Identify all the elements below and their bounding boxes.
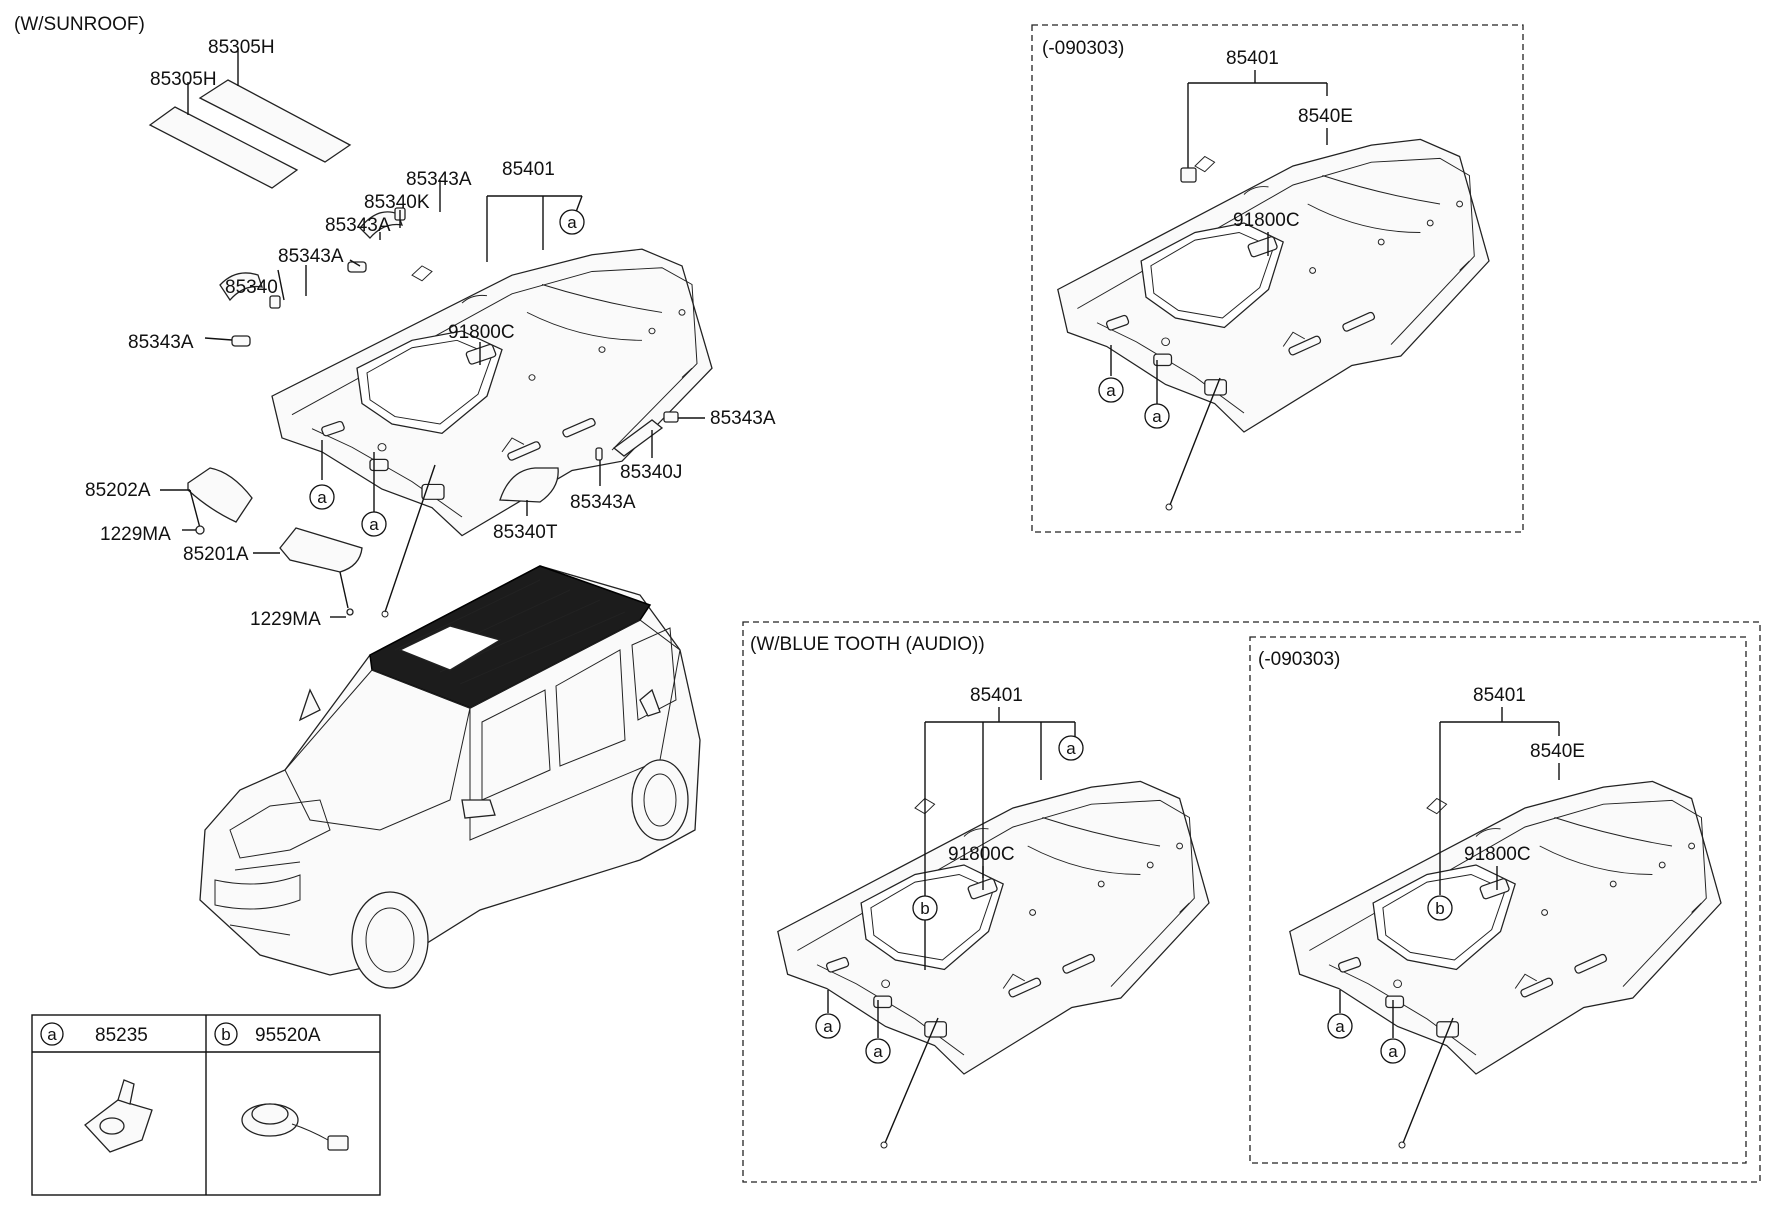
label-handle-cap-2: 85343A bbox=[325, 215, 391, 236]
vehicle-illustration bbox=[199, 565, 701, 989]
callout-a-bl-1: a bbox=[815, 1013, 841, 1039]
bluetooth-labels: 85401 91800C bbox=[827, 685, 1076, 1149]
svg-text:b: b bbox=[1435, 899, 1444, 918]
svg-text:a: a bbox=[317, 488, 327, 507]
headliner-labels: 85401 91800C bbox=[321, 159, 583, 618]
label-headliner: 85401 bbox=[502, 159, 555, 180]
label-bl-headliner: 85401 bbox=[970, 685, 1023, 706]
legend-b-part: 95520A bbox=[255, 1025, 321, 1046]
svg-text:a: a bbox=[873, 1042, 883, 1061]
label-handle-right: 85340J bbox=[620, 462, 682, 483]
label-handle-front: 85340 bbox=[225, 277, 278, 298]
callout-a-bl-top: a bbox=[1058, 735, 1084, 761]
svg-text:a: a bbox=[1106, 381, 1116, 400]
assist-handles-group: 85343A 85340K 85343A 85343A 85340 85343A bbox=[128, 169, 472, 353]
svg-text:a: a bbox=[823, 1017, 833, 1036]
label-handle-rear: 85340K bbox=[364, 192, 430, 213]
bottom-right-labels: 85401 8540E 91800C bbox=[1339, 685, 1585, 1149]
top-right-labels: 85401 8540E 91800C bbox=[1110, 48, 1353, 511]
label-visor-screw-2: 1229MA bbox=[250, 609, 321, 630]
svg-text:a: a bbox=[47, 1025, 57, 1044]
callout-a-br-1: a bbox=[1327, 1013, 1353, 1039]
label-room-lamp: 85340T bbox=[493, 522, 558, 543]
svg-text:b: b bbox=[221, 1025, 230, 1044]
label-visor-rh: 85202A bbox=[85, 480, 151, 501]
svg-text:a: a bbox=[567, 213, 577, 232]
sun-visors-group: 85202A 1229MA 85201A 1229MA bbox=[85, 467, 363, 630]
section-title-sunroof: (W/SUNROOF) bbox=[14, 14, 145, 35]
label-br-wiring: 91800C bbox=[1464, 844, 1531, 865]
headliner-bluetooth bbox=[777, 780, 1210, 1075]
label-sunroof-pad-2: 85305H bbox=[150, 69, 217, 90]
sunroof-pad-group: 85305H 85305H bbox=[148, 37, 352, 189]
legend-a-part-drawing bbox=[84, 1079, 153, 1153]
label-handle-cap-1: 85343A bbox=[406, 169, 472, 190]
label-handle-cap-3: 85343A bbox=[278, 246, 344, 267]
label-tr-headliner: 85401 bbox=[1226, 48, 1279, 69]
svg-text:a: a bbox=[1066, 739, 1076, 758]
right-handle-group: 85343A 85340J 85343A 85340T bbox=[493, 408, 776, 543]
svg-text:a: a bbox=[1152, 407, 1162, 426]
headliner-sunroof bbox=[271, 248, 713, 537]
label-wiring: 91800C bbox=[448, 322, 515, 343]
label-br-headliner: 85401 bbox=[1473, 685, 1526, 706]
label-visor-screw-1: 1229MA bbox=[100, 524, 171, 545]
box-bluetooth bbox=[742, 621, 1761, 1183]
callout-b-bl: b bbox=[912, 895, 938, 921]
legend-b-header: b 95520A bbox=[214, 1022, 321, 1046]
label-br-pad: 8540E bbox=[1530, 741, 1585, 762]
label-bl-wiring: 91800C bbox=[948, 844, 1015, 865]
callout-a-tr-1: a bbox=[1098, 377, 1124, 403]
headliner-bottom-right bbox=[1289, 780, 1722, 1075]
section-title-bluetooth: (W/BLUE TOOTH (AUDIO)) bbox=[750, 634, 985, 655]
svg-text:a: a bbox=[369, 515, 379, 534]
label-handle-cap-5: 85343A bbox=[710, 408, 776, 429]
label-tr-wiring: 91800C bbox=[1233, 210, 1300, 231]
label-handle-cap-4: 85343A bbox=[128, 332, 194, 353]
label-tr-pad: 8540E bbox=[1298, 106, 1353, 127]
legend-a-header: a 85235 bbox=[40, 1022, 148, 1046]
callout-a-1: a bbox=[559, 209, 585, 235]
callout-a-br-2: a bbox=[1380, 1038, 1406, 1064]
section-title-top-right: (-090303) bbox=[1042, 38, 1124, 59]
callout-a-bl-2: a bbox=[865, 1038, 891, 1064]
callout-a-2: a bbox=[309, 484, 335, 510]
section-title-bottom-right: (-090303) bbox=[1258, 649, 1340, 670]
svg-text:a: a bbox=[1335, 1017, 1345, 1036]
legend-a-part: 85235 bbox=[95, 1025, 148, 1046]
label-sunroof-pad-1: 85305H bbox=[208, 37, 275, 58]
legend-b-part-drawing bbox=[241, 1103, 349, 1151]
label-visor-lh: 85201A bbox=[183, 544, 249, 565]
callout-a-3: a bbox=[361, 511, 387, 537]
box-top-right bbox=[1031, 24, 1524, 533]
label-handle-cap-6: 85343A bbox=[570, 492, 636, 513]
callout-a-tr-2: a bbox=[1144, 403, 1170, 429]
legend-table: a 85235 b 95520A bbox=[31, 1014, 381, 1196]
box-bottom-right bbox=[1249, 636, 1747, 1164]
callout-b-br: b bbox=[1427, 895, 1453, 921]
svg-text:a: a bbox=[1388, 1042, 1398, 1061]
svg-text:b: b bbox=[920, 899, 929, 918]
